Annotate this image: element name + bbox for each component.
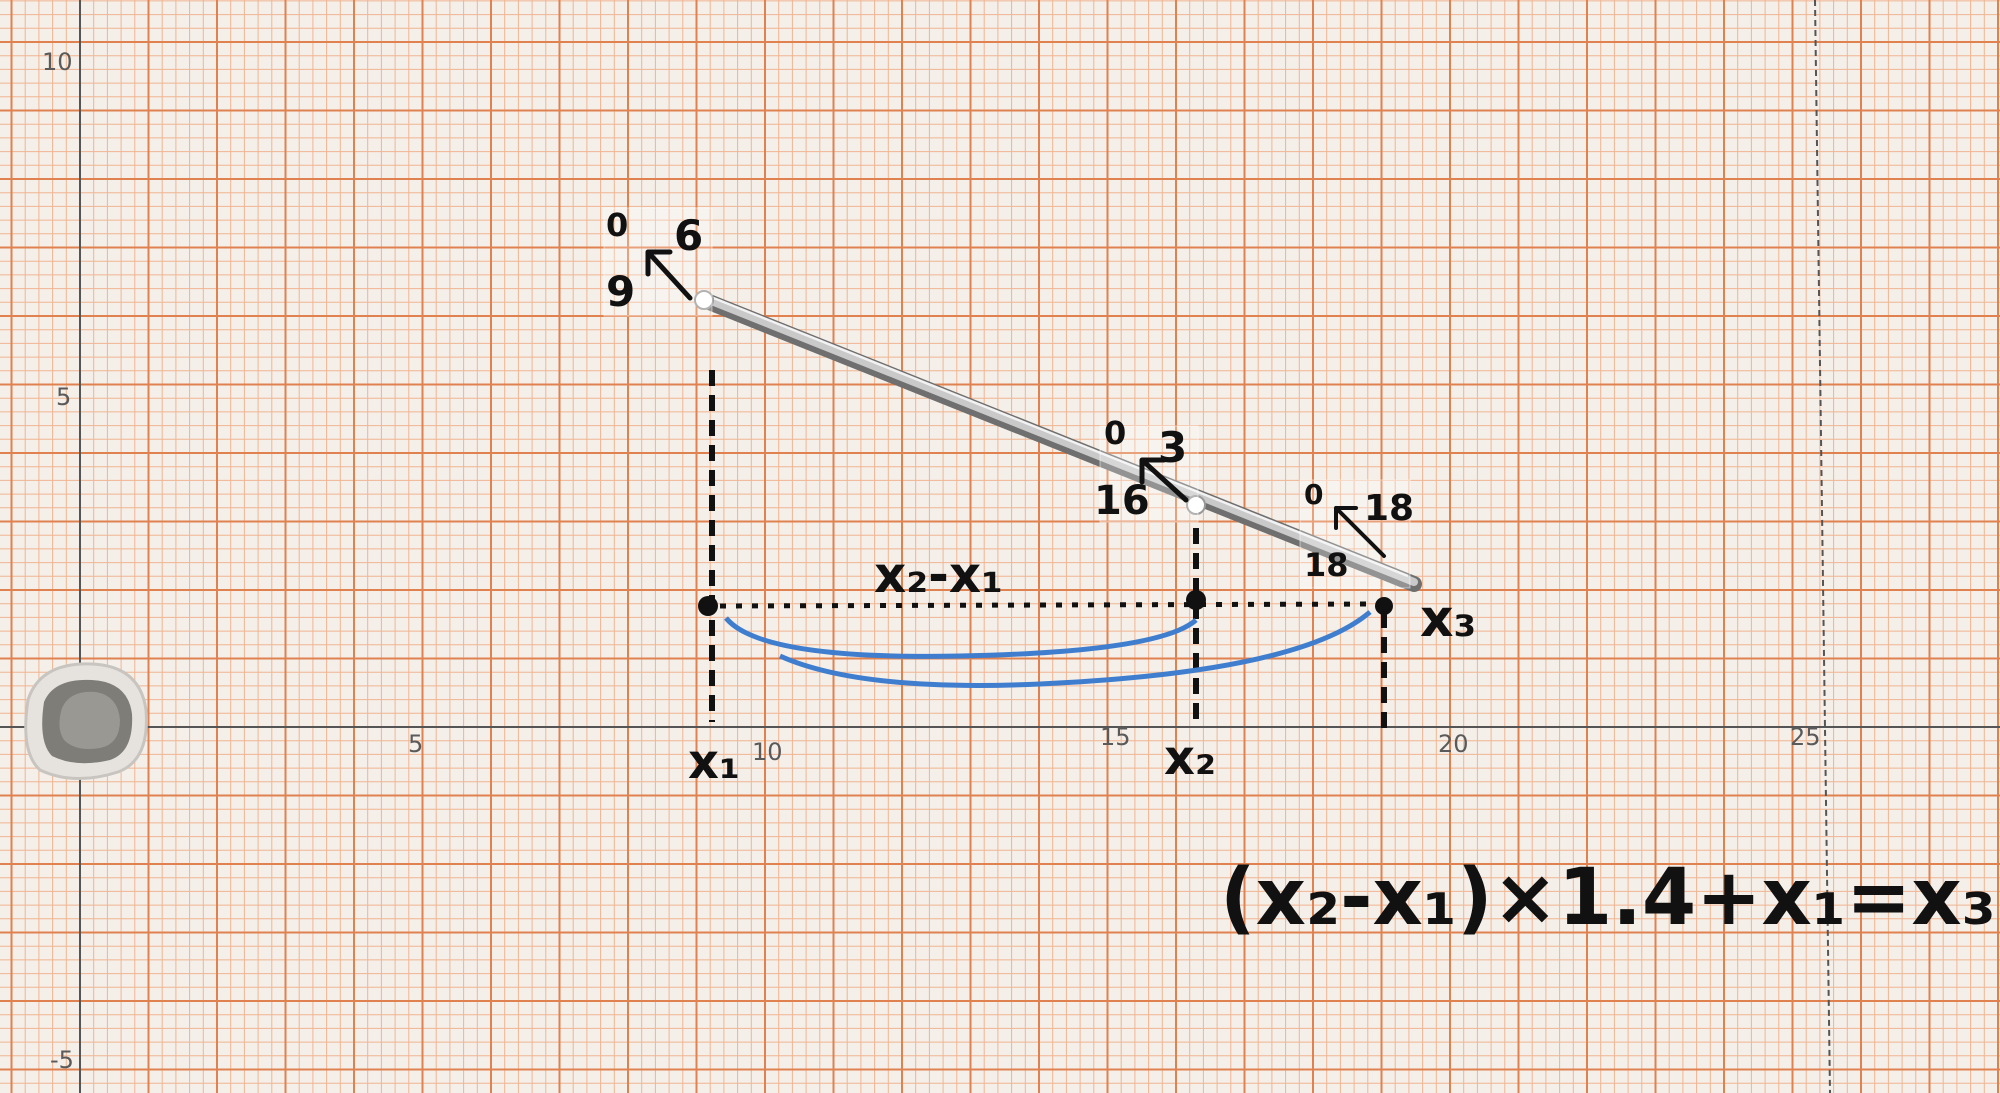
x-tick-label-10: 10: [752, 738, 783, 766]
tape-low: [1299, 479, 1411, 589]
pin-mid-zero: 0: [1104, 414, 1126, 452]
pin-top-arrow-icon: [645, 249, 693, 301]
x-tick-label-20: 20: [1438, 730, 1469, 758]
y-tick-label-minus-5: -5: [50, 1046, 74, 1074]
blue-arc-short: [724, 616, 1198, 659]
point-x1: [698, 596, 718, 616]
pin-low-zero: 0: [1304, 478, 1323, 511]
pin-top-left: 9: [606, 267, 635, 316]
punched-hole: [24, 662, 148, 780]
span-label: x₂-x₁: [874, 546, 1003, 604]
y-tick-label-5: 5: [56, 383, 71, 411]
pin-top-marker: [694, 290, 714, 310]
pin-low-arrow-icon: [1334, 506, 1386, 558]
y-tick-label-10: 10: [42, 48, 73, 76]
point-x3: [1375, 597, 1393, 615]
pin-top-right: 6: [674, 211, 703, 260]
pin-top-zero: 0: [606, 206, 628, 244]
pin-low-left: 18: [1304, 546, 1349, 584]
pin-mid-right: 3: [1158, 423, 1187, 472]
pin-mid-arrow-icon: [1139, 457, 1189, 503]
metal-rod: [696, 292, 1422, 592]
pin-low-right: 18: [1364, 488, 1414, 529]
point-x2: [1186, 590, 1206, 610]
x2-label: x₂: [1164, 730, 1216, 786]
x-tick-label-5: 5: [408, 730, 423, 758]
blue-arc-long: [778, 610, 1372, 688]
x3-label: x₃: [1420, 589, 1476, 649]
pin-mid-left: 16: [1094, 478, 1150, 524]
x-tick-label-25: 25: [1790, 723, 1821, 751]
pin-mid-marker: [1186, 495, 1206, 515]
tape-mid: [1099, 425, 1199, 523]
x1-label: x₁: [688, 734, 740, 790]
formula-label: (x₂-x₁)×1.4+x₁=x₃: [1220, 853, 1996, 943]
fold-line: [1814, 0, 1831, 1093]
x-tick-label-15: 15: [1100, 723, 1131, 751]
